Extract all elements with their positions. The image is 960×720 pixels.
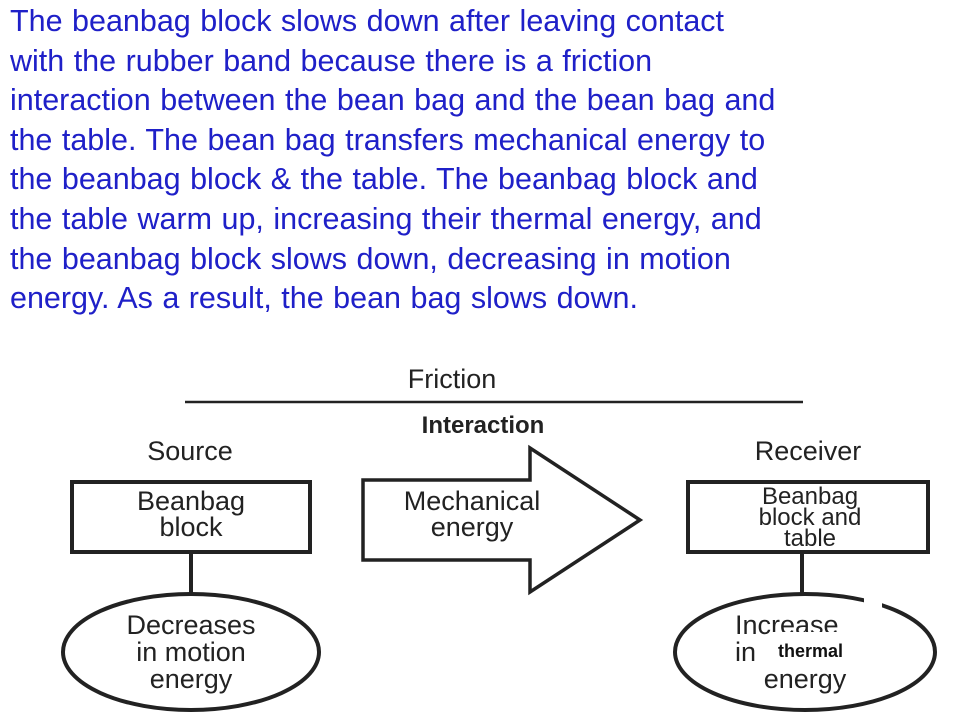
source-label: Source [147,436,233,466]
paragraph-line: with the rubber band because there is a … [10,43,653,78]
cover-patch [864,598,882,638]
receiver-label: Receiver [755,436,862,466]
paragraph-line: the beanbag block slows down, decreasing… [10,241,731,276]
paragraph-line: energy. As a result, the bean bag slows … [10,281,638,316]
paragraph-line: the table. The bean bag transfers mechan… [10,122,766,157]
paragraph-line: interaction between the bean bag and the… [10,83,776,118]
source-outcome-line-2: in motion [136,637,246,667]
thermal-overlay-label: thermal [770,632,866,670]
diagram-subtitle: Interaction [422,412,545,439]
receiver-box-text-line-3: table [784,525,836,552]
paragraph-line: the table warm up, increasing their ther… [10,201,762,236]
paragraph-line: the beanbag block & the table. The beanb… [10,162,758,197]
source-box-text-line-1: Beanbag [137,486,245,516]
arrow-text-line-1: Mechanical [404,486,541,516]
source-box-text-line-2: block [159,512,223,542]
explanation-paragraph: The beanbag block slows down after leavi… [10,2,955,319]
mechanical-energy-arrow [361,444,644,596]
diagram-title: Friction [408,364,497,394]
receiver-outcome-line-2: in [735,637,756,667]
receiver-box [686,480,930,554]
source-outcome-line-3: energy [150,664,233,694]
paragraph-line: The beanbag block slows down after leavi… [10,4,725,38]
source-outcome-ellipse [61,592,321,712]
source-box [70,480,312,554]
arrow-text-line-2: energy [431,512,514,542]
source-outcome-line-1: Decreases [126,610,255,640]
receiver-box-text-line-2: block and [759,504,862,531]
receiver-box-text-line-1: Beanbag [762,483,858,510]
